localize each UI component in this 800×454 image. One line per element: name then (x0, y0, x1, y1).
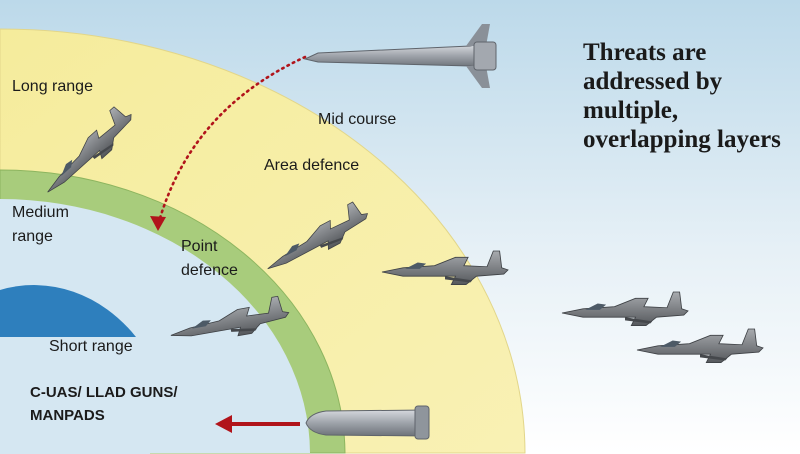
core-zone-shade (0, 285, 136, 337)
intercept-trajectory (156, 55, 307, 227)
c-uas-label: C-UAS/ LLAD GUNS/ MANPADS (30, 384, 178, 424)
ballistic-missile-icon (303, 24, 497, 88)
cruise-missile-icon (305, 405, 430, 440)
intercept-trajectory-arrowhead (150, 216, 166, 231)
mid-course-label: Mid course (318, 111, 397, 128)
core-zone-lower (0, 337, 150, 454)
point-defence-label: Point defence (181, 238, 238, 279)
threat-arrow-head (215, 415, 232, 433)
diagram-headline: Threats are addressed by multiple, overl… (583, 39, 781, 153)
medium-range-label: Medium range (12, 204, 69, 245)
area-defence-label: Area defence (264, 157, 360, 174)
short-range-label: Short range (49, 338, 133, 355)
long-range-label: Long range (12, 78, 93, 95)
